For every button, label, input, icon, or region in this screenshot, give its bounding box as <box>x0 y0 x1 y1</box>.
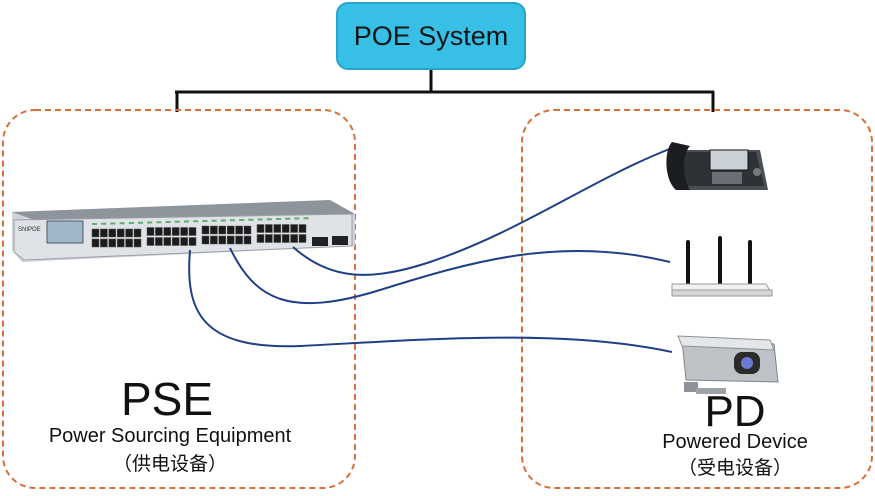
ip-camera-icon <box>677 335 779 394</box>
status-led-icon <box>294 217 300 220</box>
ethernet-port-icon <box>116 228 125 238</box>
pse-abbr-label: PSE <box>120 373 214 425</box>
ethernet-port-icon <box>146 237 155 246</box>
status-led-icon <box>248 218 254 221</box>
pse-group-box <box>2 109 356 489</box>
ethernet-port-icon <box>290 224 298 233</box>
ethernet-port-icon <box>146 227 155 236</box>
poe-switch-icon: SNIPOE <box>12 200 355 262</box>
ethernet-port-icon <box>133 238 142 248</box>
cable-to-camera <box>188 249 673 353</box>
ethernet-port-icon <box>91 228 100 238</box>
ethernet-port-icon <box>180 237 188 246</box>
status-led-icon <box>230 219 235 222</box>
ethernet-port-icon <box>243 235 252 245</box>
status-led-icon <box>202 220 208 222</box>
ip-phone-icon <box>666 142 768 190</box>
status-led-icon <box>285 217 291 220</box>
ethernet-port-icon <box>235 235 243 245</box>
status-led-icon <box>165 221 171 223</box>
status-led-icon <box>128 222 134 224</box>
switch-lcd-icon <box>46 220 84 244</box>
pd-abbr-label: PD <box>704 387 766 436</box>
status-led-icon <box>184 220 189 223</box>
ethernet-port-icon <box>281 234 290 243</box>
ethernet-port-icon <box>226 235 235 245</box>
status-led-icon <box>276 218 281 220</box>
ethernet-port-icon <box>188 227 197 236</box>
status-led-icon <box>147 221 153 224</box>
status-led-icon <box>156 221 162 224</box>
ethernet-port-icon <box>201 235 210 245</box>
sfp-port-icon <box>312 237 328 246</box>
ethernet-port-icon <box>201 225 210 235</box>
ethernet-port-icon <box>155 237 163 246</box>
ethernet-cables <box>188 147 673 353</box>
status-led-icon <box>138 221 143 224</box>
ethernet-port-icon <box>171 237 180 246</box>
ethernet-port-icon <box>116 238 125 248</box>
ethernet-port-icon <box>180 227 188 236</box>
ethernet-port-icon <box>290 234 298 243</box>
pd-name-label: Powered Device <box>662 431 808 453</box>
ethernet-port-icon <box>273 234 282 243</box>
ethernet-port-icon <box>273 224 282 233</box>
status-led-icon <box>119 222 125 225</box>
ethernet-port-icon <box>155 227 163 236</box>
poe-system-title: POE System <box>336 2 526 70</box>
wireless-router-icon <box>671 236 773 297</box>
ethernet-port-icon <box>265 224 273 233</box>
ethernet-port-icon <box>133 228 142 238</box>
status-led-icon <box>92 223 97 225</box>
ethernet-port-icon <box>171 227 180 236</box>
pd-name-cn-label: （受电设备） <box>677 457 792 479</box>
ethernet-port-icon <box>188 237 197 246</box>
status-led-icon <box>239 219 245 221</box>
pd-group-box <box>521 109 873 489</box>
sfp-port-icon <box>332 236 348 245</box>
ethernet-port-icon <box>298 234 307 243</box>
ethernet-port-icon <box>108 238 117 248</box>
cable-to-router <box>229 247 671 305</box>
status-led-icon <box>220 219 226 222</box>
switch-brand-label: SNIPOE <box>18 227 41 233</box>
cable-to-phone <box>292 147 673 276</box>
ethernet-port-icon <box>281 224 290 233</box>
ethernet-port-icon <box>243 225 252 235</box>
status-led-icon <box>174 220 180 223</box>
ethernet-port-icon <box>100 228 108 238</box>
status-led-icon <box>257 218 263 221</box>
ethernet-port-icon <box>163 227 172 236</box>
ethernet-port-icon <box>218 225 227 235</box>
ethernet-port-icon <box>226 225 235 235</box>
status-led-icon <box>110 222 116 225</box>
ethernet-port-icon <box>298 224 307 233</box>
status-led-icon <box>211 219 217 222</box>
status-led-icon <box>193 220 199 223</box>
pse-name-label: Power Sourcing Equipment <box>48 425 292 447</box>
switch-port-group <box>91 224 307 248</box>
switch-led-row <box>92 217 309 225</box>
hierarchy-connector <box>175 70 715 112</box>
status-led-icon <box>303 217 309 220</box>
ethernet-port-icon <box>125 238 133 248</box>
ethernet-port-icon <box>256 224 265 233</box>
status-led-icon <box>101 222 107 225</box>
ethernet-port-icon <box>91 238 100 248</box>
ethernet-port-icon <box>218 235 227 245</box>
ethernet-port-icon <box>108 228 117 238</box>
pse-name-cn-label: （供电设备） <box>112 453 227 475</box>
ethernet-port-icon <box>235 225 243 235</box>
ethernet-port-icon <box>210 225 218 235</box>
ethernet-port-icon <box>265 234 273 243</box>
ethernet-port-icon <box>163 237 172 246</box>
status-led-icon <box>266 218 272 221</box>
ethernet-port-icon <box>210 235 218 245</box>
ethernet-port-icon <box>256 234 265 243</box>
ethernet-port-icon <box>100 238 108 248</box>
ethernet-port-icon <box>125 228 133 238</box>
